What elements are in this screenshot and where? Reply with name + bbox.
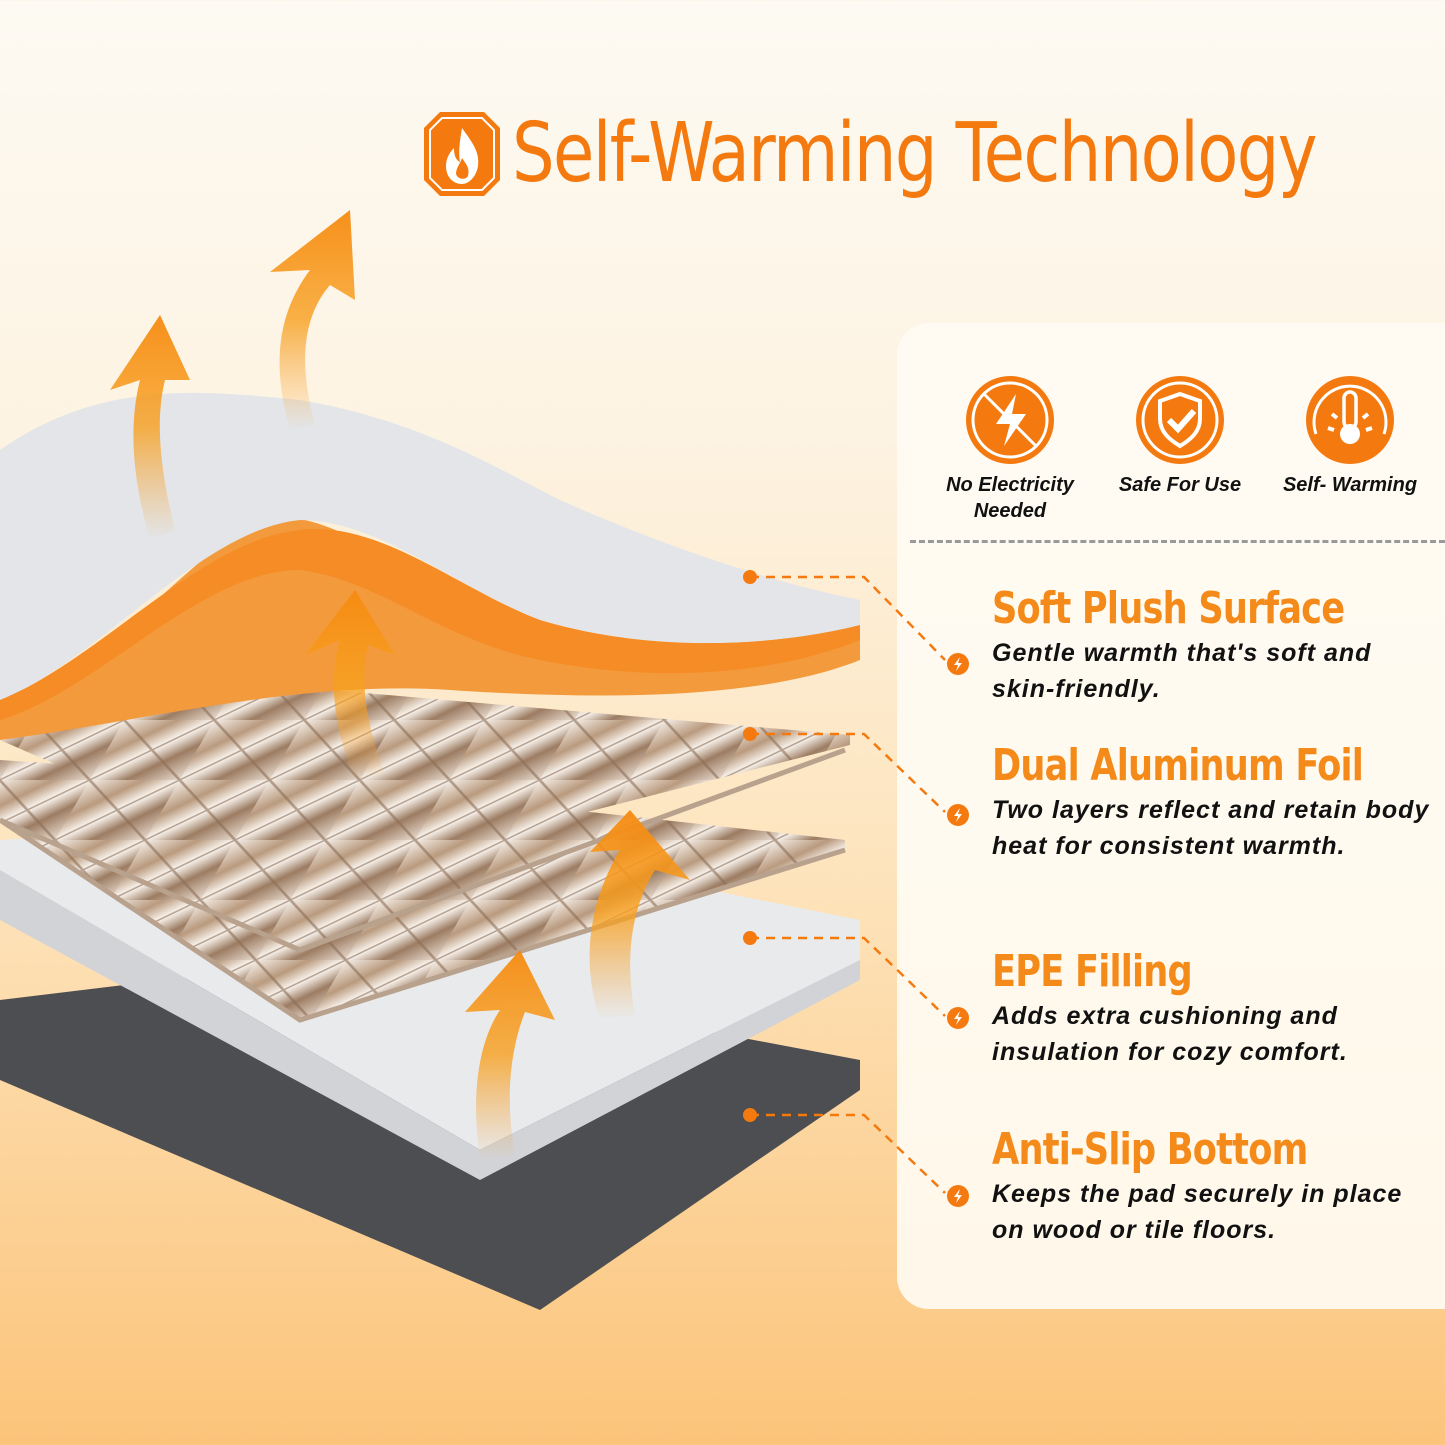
badge-label: No Electricity Needed [946,474,1074,522]
lightning-bolt-icon [947,653,969,675]
aluminum-foil-upper-layer [0,690,850,953]
section-divider [910,540,1445,543]
no-electricity-icon [966,376,1054,464]
info-panel [897,323,1445,1309]
feature-soft-plush-surface: Soft Plush Surface Gentle warmth that's … [992,583,1432,707]
feature-description: Keeps the pad securely in place on wood … [992,1180,1403,1244]
badge-safe-for-use: Safe For Use [1095,374,1265,524]
feature-anti-slip-bottom: Anti-Slip Bottom Keeps the pad securely … [992,1124,1412,1248]
lightning-bolt-icon [947,1185,969,1207]
badge-label: Safe For Use [1118,474,1242,496]
heat-arrow-icon [110,210,690,1160]
product-layers-illustration [0,210,860,1310]
flame-icon [424,112,500,196]
shield-check-icon [1136,376,1224,464]
badge-no-electricity: No Electricity Needed [935,374,1085,524]
badge-label: Self- Warming [1282,474,1418,496]
soft-plush-layer [0,392,860,740]
feature-epe-filling: EPE Filling Adds extra cushioning and in… [992,946,1432,1070]
feature-description: Gentle warmth that's soft and skin-frien… [992,639,1372,703]
badge-row: No Electricity Needed Safe For Use Self-… [935,374,1435,524]
feature-title: Soft Plush Surface [992,583,1345,634]
thermometer-icon [1306,376,1394,464]
feature-title: Anti-Slip Bottom [992,1124,1308,1175]
feature-dual-aluminum-foil: Dual Aluminum Foil Two layers reflect an… [992,740,1445,864]
badge-self-warming: Self- Warming [1265,374,1435,524]
feature-description: Adds extra cushioning and insulation for… [992,1002,1348,1066]
feature-title: Dual Aluminum Foil [992,740,1364,791]
lightning-bolt-icon [947,804,969,826]
lightning-bolt-icon [947,1007,969,1029]
title-text: Self-Warming Technology [512,106,1318,201]
page-title: Self-Warming Technology [420,108,1445,200]
feature-title: EPE Filling [992,946,1193,997]
feature-description: Two layers reflect and retain body heat … [992,796,1430,860]
